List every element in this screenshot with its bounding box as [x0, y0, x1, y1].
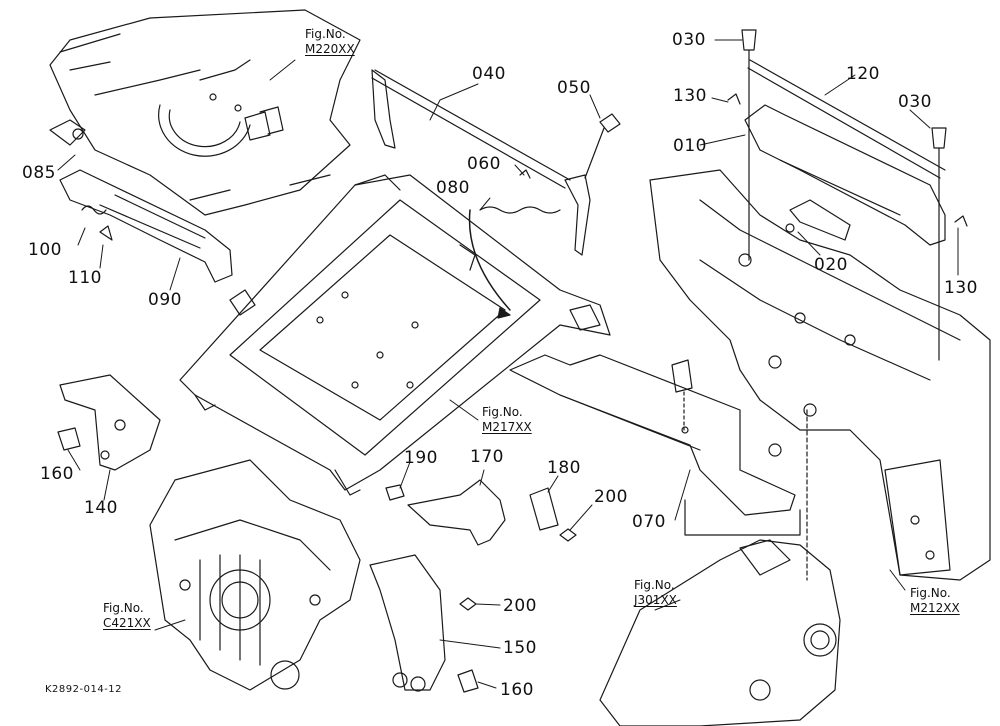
- fig-ref-j301: Fig.No. J301XX: [634, 578, 677, 607]
- housing-j301: [599, 409, 841, 726]
- part-label-090: 090: [148, 290, 182, 310]
- transmission-case: [149, 459, 361, 691]
- part-label-200-upper: 200: [594, 487, 628, 507]
- part-label-060: 060: [467, 154, 501, 174]
- part-label-130-right: 130: [944, 278, 978, 298]
- leader-lines: [57, 39, 959, 689]
- part-label-110: 110: [68, 268, 102, 288]
- part-label-120: 120: [846, 64, 880, 84]
- lever-rod-040: [371, 69, 621, 319]
- fig-ref-c421: Fig.No. C421XX: [103, 601, 151, 630]
- part-label-020: 020: [814, 255, 848, 275]
- plate-070: [509, 354, 801, 536]
- drawing-id: K2892-014-12: [45, 684, 123, 695]
- part-label-140: 140: [84, 498, 118, 518]
- part-label-190: 190: [404, 448, 438, 468]
- part-label-130-left: 130: [673, 86, 707, 106]
- part-label-150: 150: [503, 638, 537, 658]
- part-label-160-bottom: 160: [500, 680, 534, 700]
- bracket-140: [57, 374, 161, 471]
- lever-assembly: [369, 479, 577, 693]
- part-label-180: 180: [547, 458, 581, 478]
- part-label-010: 010: [673, 136, 707, 156]
- part-label-030-right: 030: [898, 92, 932, 112]
- right-frame: [649, 29, 991, 581]
- fig-ref-m217: Fig.No. M217XX: [482, 405, 532, 434]
- part-label-030-top: 030: [672, 30, 706, 50]
- part-label-040: 040: [472, 64, 506, 84]
- part-label-170: 170: [470, 447, 504, 467]
- part-label-070: 070: [632, 512, 666, 532]
- fig-ref-m220: Fig.No. M220XX: [305, 27, 355, 56]
- part-label-050: 050: [557, 78, 591, 98]
- part-label-200-lower: 200: [503, 596, 537, 616]
- part-label-080: 080: [436, 178, 470, 198]
- part-label-085: 085: [22, 163, 56, 183]
- bracket-090: [49, 119, 233, 283]
- part-label-160-left: 160: [40, 464, 74, 484]
- floor-plate-outline: [49, 9, 361, 216]
- part-label-100: 100: [28, 240, 62, 260]
- seat-frame: [179, 174, 611, 496]
- fig-ref-m212: Fig.No. M212XX: [910, 586, 960, 615]
